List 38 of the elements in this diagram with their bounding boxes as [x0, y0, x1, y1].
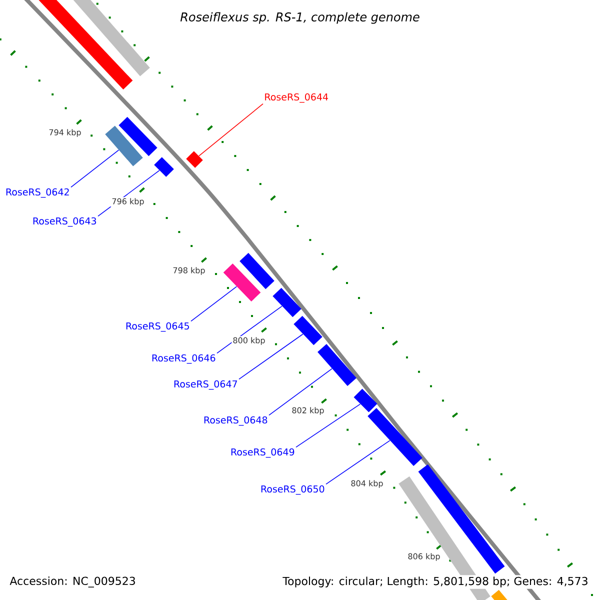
gene-label: RoseRS_0648	[204, 416, 268, 426]
gene-block	[240, 252, 274, 290]
leader-line	[198, 103, 264, 156]
leader-line	[268, 368, 332, 416]
gene-label: RoseRS_0649	[231, 448, 294, 458]
gene-label: RoseRS_0643	[33, 217, 96, 227]
gene-block	[294, 316, 322, 346]
scale-label: 802 kbp	[290, 406, 326, 416]
gene-block	[318, 344, 356, 386]
leader-line	[70, 150, 120, 188]
gene-label: RoseRS_0650	[261, 485, 324, 495]
scale-label: 800 kbp	[232, 336, 266, 346]
leader-line	[326, 440, 390, 485]
gene-label: RoseRS_0644	[265, 93, 328, 103]
gene-block	[272, 288, 302, 318]
title: Roseiflexus sp. RS-1, complete genome	[180, 12, 420, 24]
gene-block	[223, 264, 261, 302]
gene-label: RoseRS_0645	[126, 322, 189, 332]
scale-label: 806 kbp	[406, 552, 442, 562]
gene-block	[186, 151, 203, 168]
gene-block	[354, 388, 378, 412]
scale-label: 796 kbp	[110, 197, 146, 207]
gene-label: RoseRS_0642	[6, 188, 69, 198]
footer-text: Accession: NC_009523	[8, 575, 138, 589]
gene-block	[118, 116, 158, 156]
gene-block	[105, 126, 143, 166]
footer-text: Topology: circular; Length: 5,801,598 bp; Genes: 4,573	[281, 575, 590, 589]
scale-label: 804 kbp	[350, 479, 384, 489]
gene-block	[491, 590, 509, 600]
gene-label: RoseRS_0646	[152, 354, 216, 364]
leader-line	[190, 286, 238, 322]
gene-block	[368, 408, 422, 466]
gene-block	[154, 157, 174, 177]
leader-line	[238, 334, 304, 380]
gene-label: RoseRS_0647	[174, 380, 237, 390]
scale-label: 798 kbp	[172, 266, 206, 276]
leader-line	[296, 404, 361, 448]
scale-label: 794 kbp	[48, 128, 82, 138]
